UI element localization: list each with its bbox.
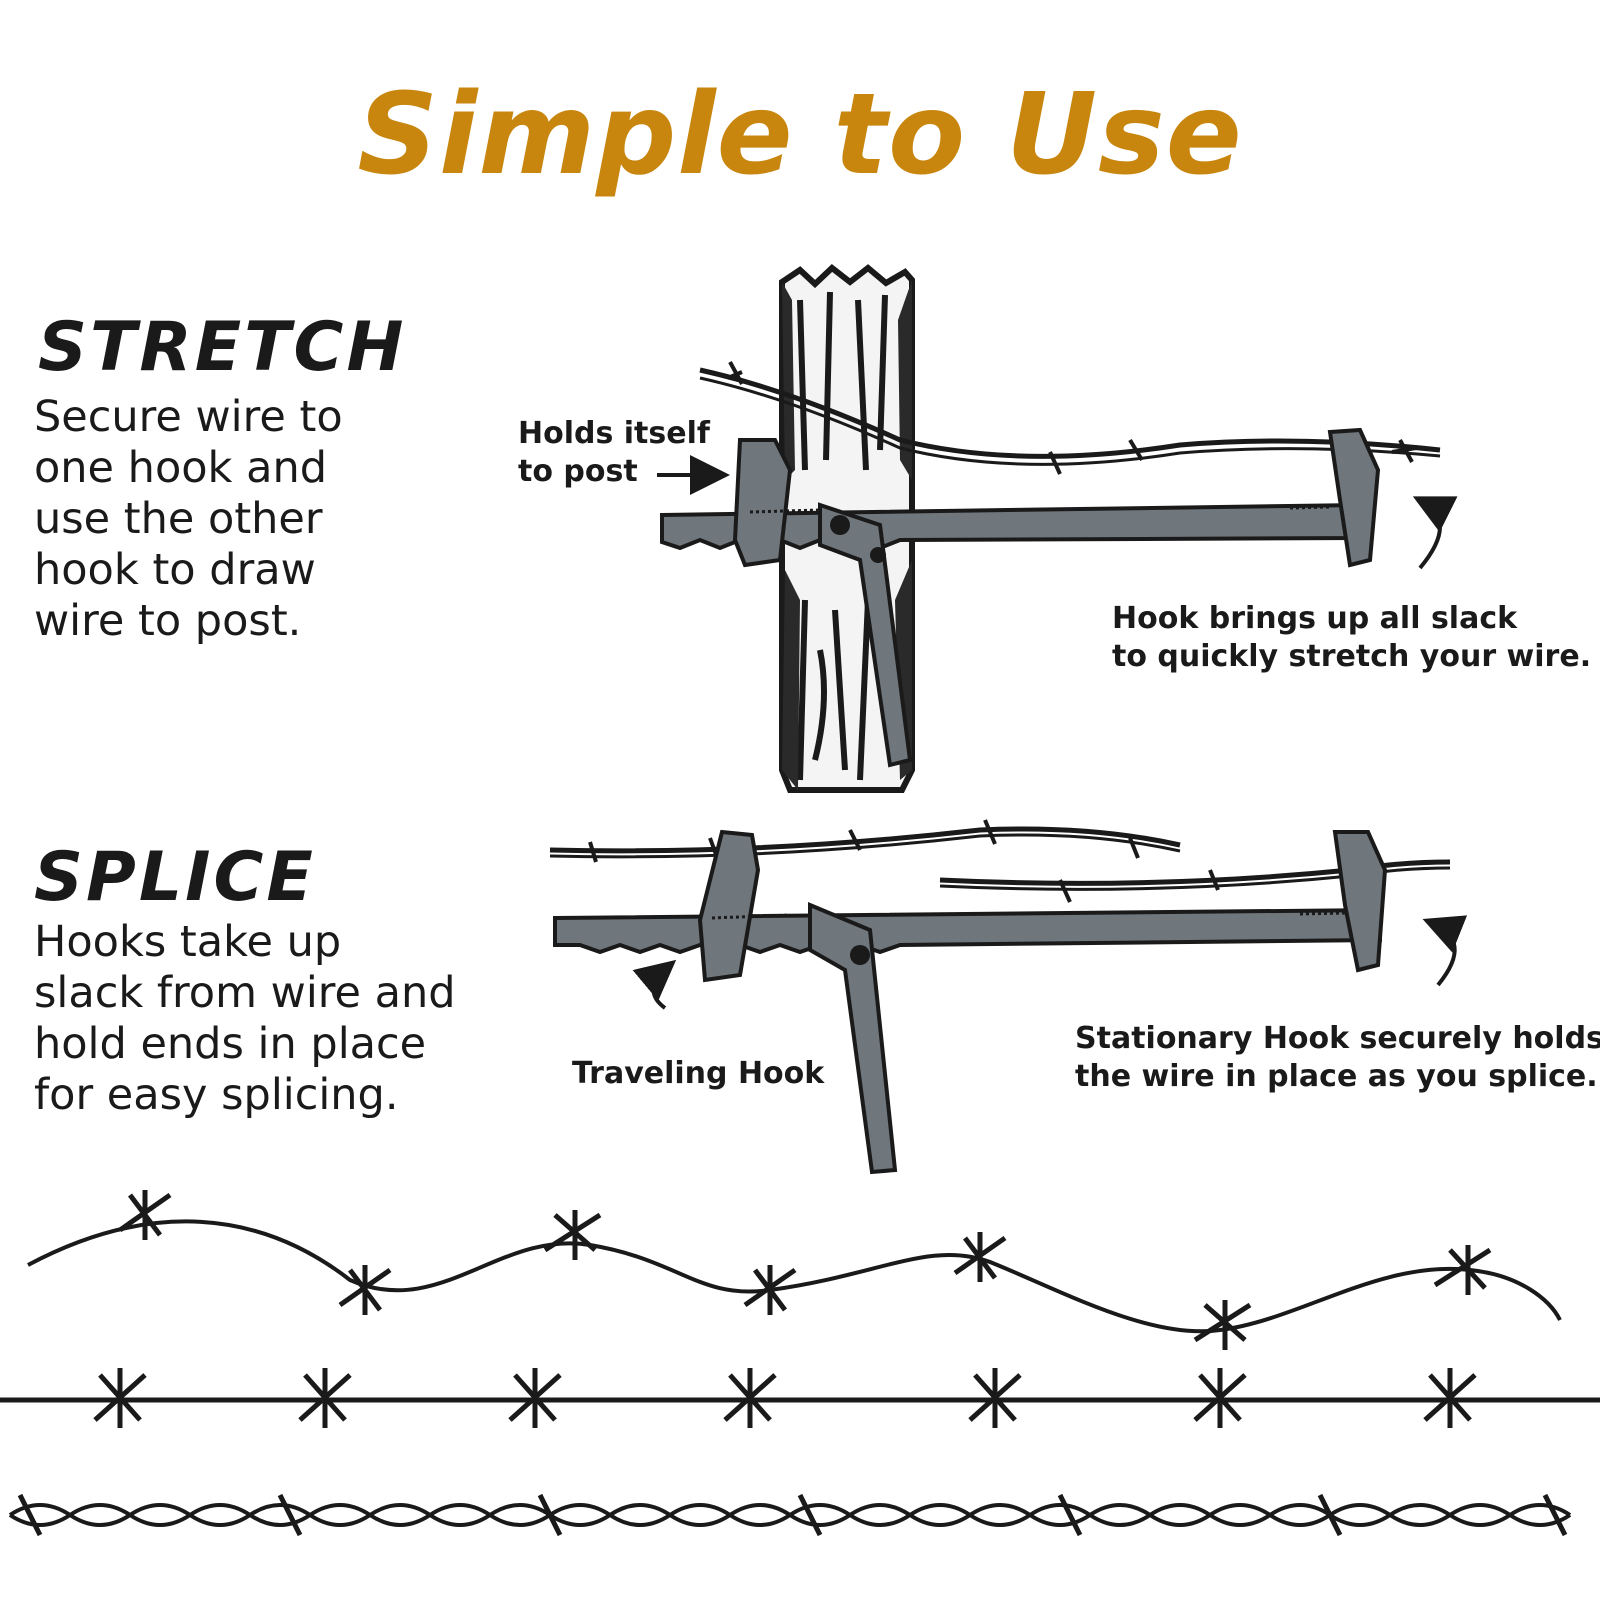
callout-stationary-line-2: the wire in place as you splice. xyxy=(1075,1059,1598,1094)
stretch-description: Secure wire to one hook and use the othe… xyxy=(34,392,343,647)
stretch-heading: STRETCH xyxy=(38,308,407,387)
splice-heading: SPLICE xyxy=(34,838,316,917)
callout-hook-slack: Hook brings up all slack to quickly stre… xyxy=(1112,600,1591,676)
arrow-icon xyxy=(632,959,677,1010)
splice-line-2: slack from wire and xyxy=(34,968,456,1018)
barbed-wire-icon xyxy=(699,361,1441,475)
arrow-icon xyxy=(1412,496,1458,570)
callout-stationary-hook: Stationary Hook securely holds the wire … xyxy=(1075,1020,1600,1096)
callout-holds-line-2: to post xyxy=(518,454,638,489)
wire-stretcher-tool-icon xyxy=(553,829,1388,1175)
wire-stretcher-tool-icon xyxy=(660,427,1381,768)
barbed-wire-icon xyxy=(8,1493,1572,1537)
splice-line-3: hold ends in place xyxy=(34,1019,427,1069)
callout-holds-itself: Holds itself to post xyxy=(518,415,710,491)
callout-hook-line-1: Hook brings up all slack xyxy=(1112,601,1518,636)
splice-line-4: for easy splicing. xyxy=(34,1070,399,1120)
page-title: Simple to Use xyxy=(357,70,1243,200)
stretch-line-5: wire to post. xyxy=(34,596,302,646)
barbed-wire-icon xyxy=(549,819,1451,903)
splice-line-1: Hooks take up xyxy=(34,917,342,967)
callout-hook-line-2: to quickly stretch your wire. xyxy=(1112,639,1592,674)
callout-holds-line-1: Holds itself xyxy=(518,416,710,451)
stretch-line-4: hook to draw xyxy=(34,545,316,595)
barbed-wire-icon xyxy=(0,1368,1600,1428)
callout-traveling-hook: Traveling Hook xyxy=(572,1056,825,1091)
stretch-line-1: Secure wire to xyxy=(34,392,343,442)
splice-description: Hooks take up slack from wire and hold e… xyxy=(34,917,456,1121)
barbed-wire-icon xyxy=(27,1190,1562,1350)
stretch-line-2: one hook and xyxy=(34,443,328,493)
arrow-icon xyxy=(1422,915,1468,987)
stretch-line-3: use the other xyxy=(34,494,323,544)
callout-stationary-line-1: Stationary Hook securely holds xyxy=(1075,1021,1600,1056)
